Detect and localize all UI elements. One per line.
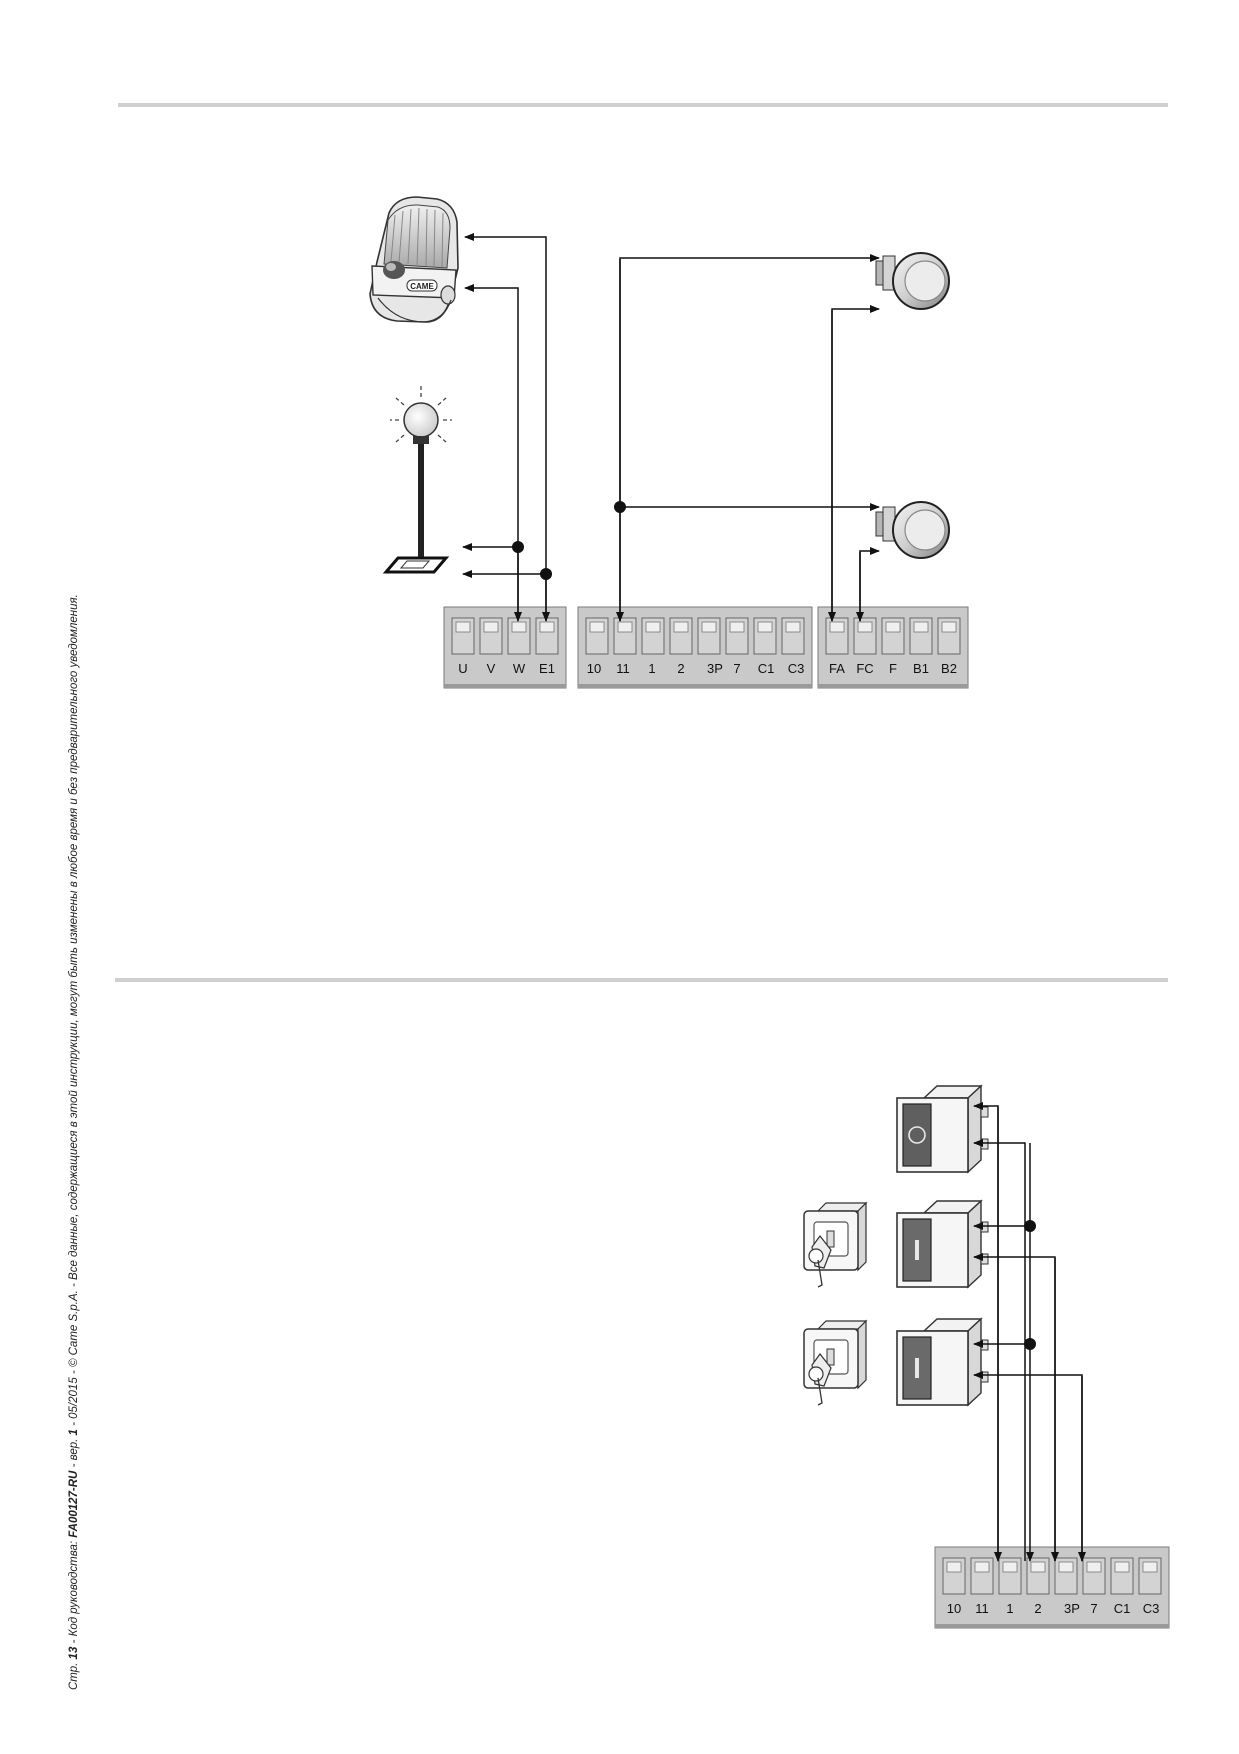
key-switch-icon <box>803 1201 868 1288</box>
terminal-block-body <box>577 606 813 689</box>
terminal-label: 1 <box>1006 1601 1013 1616</box>
stop-button-icon <box>896 1084 989 1174</box>
terminal-label: 2 <box>1034 1601 1041 1616</box>
terminal-screw <box>757 621 773 633</box>
terminal-label: C1 <box>1114 1601 1131 1616</box>
wires-1 <box>462 233 880 622</box>
terminal-block-a: U V W E1 <box>443 606 567 689</box>
pushbutton-icon <box>875 501 950 559</box>
terminal-screw <box>645 621 661 633</box>
terminal-screw <box>1030 1561 1046 1573</box>
terminal-label: 11 <box>975 1601 989 1616</box>
terminal-label: C3 <box>788 661 805 676</box>
middle-divider <box>115 978 1168 982</box>
terminal-screw <box>701 621 717 633</box>
terminal-screw <box>483 621 499 633</box>
junction-dot <box>1024 1220 1036 1232</box>
terminal-screw <box>829 621 845 633</box>
terminal-screw <box>941 621 957 633</box>
terminal-label: 10 <box>587 661 601 676</box>
lamp-post-icon <box>382 386 452 574</box>
terminal-label: 3P <box>707 661 723 676</box>
terminal-label: FC <box>856 661 873 676</box>
terminal-screw <box>946 1561 962 1573</box>
terminal-label: V <box>487 661 496 676</box>
top-divider <box>118 103 1168 107</box>
terminal-screw <box>885 621 901 633</box>
terminal-label: 11 <box>616 661 630 676</box>
flasher-logo: CAME <box>410 282 434 291</box>
terminal-label: 2 <box>677 661 684 676</box>
terminal-label: B1 <box>913 661 929 676</box>
terminal-label: 7 <box>1090 1601 1097 1616</box>
junction-dot <box>540 568 552 580</box>
terminal-screw <box>539 621 555 633</box>
terminal-label: C1 <box>758 661 775 676</box>
terminal-screw <box>673 621 689 633</box>
terminal-label: U <box>458 661 467 676</box>
terminal-label: 3P <box>1064 1601 1080 1616</box>
wires-2 <box>973 1102 1086 1562</box>
terminal-block-base <box>444 684 566 688</box>
terminal-label: 1 <box>648 661 655 676</box>
terminal-label: 10 <box>947 1601 961 1616</box>
key-switch-icon <box>803 1319 868 1406</box>
terminal-screw <box>455 621 471 633</box>
terminal-label: W <box>513 661 526 676</box>
terminal-screw <box>974 1561 990 1573</box>
terminal-label: B2 <box>941 661 957 676</box>
terminal-block-base <box>818 684 968 688</box>
terminal-screw <box>857 621 873 633</box>
diagram-1: CAME <box>369 196 969 689</box>
terminal-block-c: FA FC F B1 B2 <box>817 606 969 689</box>
terminal-block-body <box>934 1546 1170 1629</box>
close-button-icon <box>896 1317 989 1407</box>
terminal-block-base <box>935 1624 1169 1628</box>
terminal-screw <box>589 621 605 633</box>
terminal-screw <box>785 621 801 633</box>
open-button-icon <box>896 1199 989 1289</box>
terminal-screw <box>1002 1561 1018 1573</box>
junction-dot <box>1024 1338 1036 1350</box>
terminal-label: C3 <box>1143 1601 1160 1616</box>
terminal-screw <box>729 621 745 633</box>
terminal-label: FA <box>829 661 845 676</box>
terminal-screw <box>1086 1561 1102 1573</box>
terminal-label: 7 <box>733 661 740 676</box>
terminal-label: F <box>889 661 897 676</box>
terminal-screw <box>1142 1561 1158 1573</box>
terminal-label: E1 <box>539 661 555 676</box>
terminal-screw <box>1114 1561 1130 1573</box>
terminal-screw <box>511 621 527 633</box>
terminal-block-base <box>578 684 812 688</box>
terminal-screw <box>617 621 633 633</box>
pushbutton-icon <box>875 252 950 310</box>
terminal-screw <box>1058 1561 1074 1573</box>
terminal-screw <box>913 621 929 633</box>
flashing-light-icon: CAME <box>369 196 459 323</box>
junction-dot <box>512 541 524 553</box>
junction-dot <box>614 501 626 513</box>
